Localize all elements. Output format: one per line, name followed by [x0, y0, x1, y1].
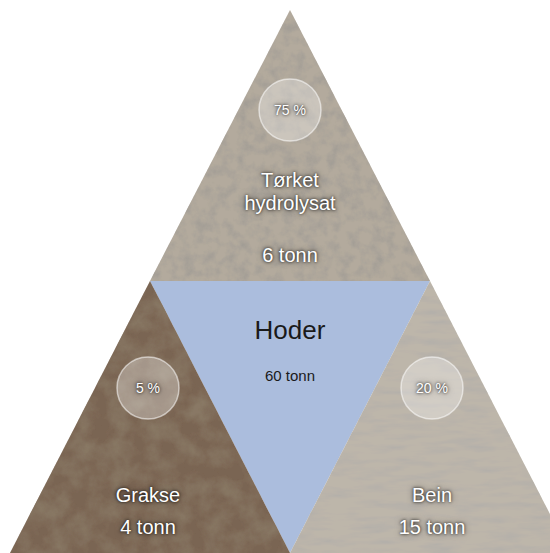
percent-circle: 75 %: [258, 78, 322, 142]
amount-label: 6 tonn: [220, 244, 360, 267]
name-label: Bein: [347, 484, 517, 507]
name-label: Hoder: [190, 316, 390, 346]
triangle-fill: [10, 281, 290, 553]
product-triangle: Bein 15 tonn 20 %: [290, 281, 550, 553]
amount-label: 60 tonn: [210, 367, 370, 384]
percent-circle: 20 %: [400, 356, 464, 420]
percent-circle: 5 %: [116, 356, 180, 420]
percent-disc: [259, 79, 321, 141]
percent-label: 75 %: [260, 102, 320, 118]
product-triangle: Tørket hydrolysat 6 tonn 75 %: [150, 10, 430, 281]
percent-disc: [117, 357, 179, 419]
amount-label: 4 tonn: [63, 516, 233, 539]
name-label: Tørket hydrolysat: [220, 169, 360, 215]
triangle-outline: [150, 10, 430, 281]
percent-disc: [401, 357, 463, 419]
triangle-fill: [290, 281, 550, 553]
product-triangle: Grakse 4 tonn 5 %: [10, 281, 290, 553]
percent-label: 5 %: [118, 380, 178, 396]
triangle-fill: [150, 10, 430, 281]
name-label: Grakse: [63, 484, 233, 507]
amount-label: 15 tonn: [347, 516, 517, 539]
percent-label: 20 %: [402, 380, 462, 396]
